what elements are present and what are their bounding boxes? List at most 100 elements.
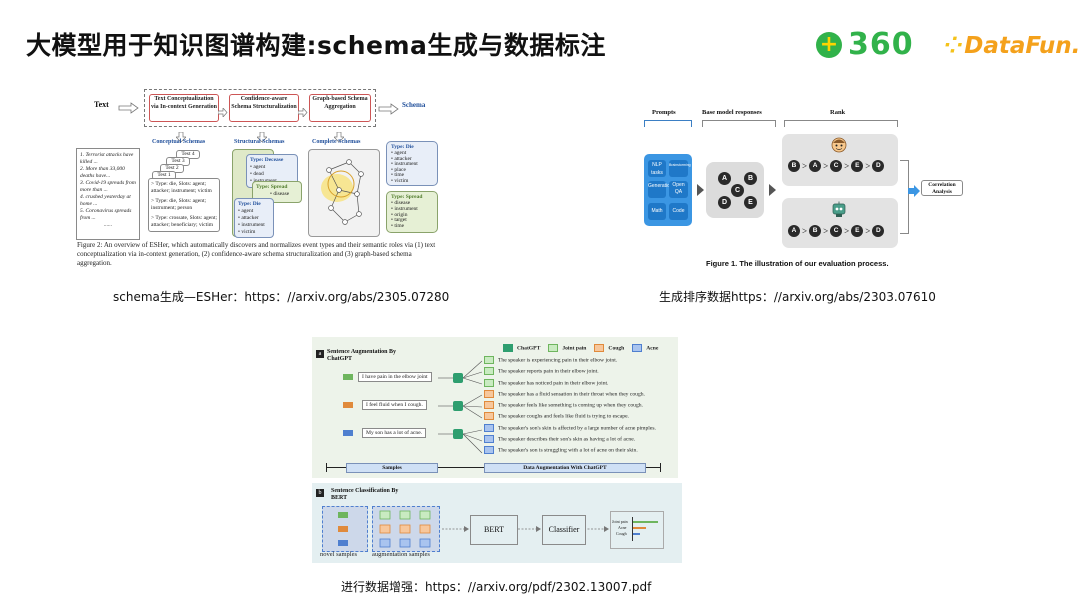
- chatgpt-swatch-icon: [503, 344, 513, 352]
- acne-swatch-icon: [484, 446, 494, 455]
- logo-datafun: ⁘DataFun.: [944, 33, 1080, 59]
- esher-pipeline-dashed: [144, 89, 376, 127]
- slide-title: 大模型用于知识图谱构建:schema生成与数据标注: [26, 31, 606, 60]
- flag-green-icon: [343, 374, 353, 380]
- rank-node: A: [788, 225, 800, 237]
- arrow-right-icon: [217, 102, 228, 121]
- esher-stage-2: Confidence-aware Schema Structuralizatio…: [229, 94, 299, 122]
- role-item: • disease: [391, 200, 411, 206]
- complete-schema-graph: [308, 149, 380, 237]
- result-label: Joint pain: [612, 519, 628, 524]
- augmentation-connectors: [438, 360, 483, 454]
- logo-360-text: 360: [848, 27, 914, 62]
- chevron-right-icon: [696, 182, 706, 201]
- joint-pain-swatch-icon: [484, 356, 494, 364]
- rank-sep: >: [844, 226, 850, 236]
- correlation-box: Correlation Analysis: [921, 180, 963, 196]
- arrow-right-icon: [908, 182, 920, 201]
- rank-sep: >: [823, 226, 829, 236]
- prompt-tile: Brainstorming: [669, 160, 691, 177]
- output-row: The speaker feels like something is comi…: [484, 401, 656, 412]
- col-prompts: Prompts: [652, 109, 676, 116]
- input-sample: My son has a lot of acne.: [362, 428, 427, 438]
- role-item: • attacker: [238, 215, 259, 221]
- augmentation-sample-grid: [379, 510, 431, 548]
- complete-die-card: Type: Die • agent • attacker • instrumen…: [386, 141, 438, 186]
- rank-node: E: [851, 160, 864, 172]
- prompt-tile: NLP tasks: [648, 160, 666, 177]
- bracket-rank: [784, 120, 898, 127]
- response-node: A: [718, 172, 731, 185]
- flag-orange-icon: [343, 402, 353, 408]
- test-type: > Type: crossate, Slots: agent; attacker…: [151, 215, 218, 228]
- output-row: The speaker reports pain in their elbow …: [484, 367, 656, 378]
- schema-graph-svg: [321, 159, 364, 225]
- output-row: The speaker is experiencing pain in thei…: [484, 356, 656, 367]
- role-item: • agent: [250, 164, 266, 170]
- rank-sep: >: [865, 226, 871, 236]
- cough-swatch-icon: [484, 401, 494, 410]
- bar-tick: [660, 463, 661, 472]
- prompt-tile: Math: [648, 203, 666, 220]
- rank-node: C: [830, 160, 843, 172]
- rank-node: B: [809, 225, 822, 237]
- bar-tick: [326, 463, 327, 472]
- col-conceptual-title: Conceptual Schemas: [152, 139, 206, 145]
- figure-esher: Text Text Conceptualization via In-conte…: [72, 85, 447, 273]
- joint-pain-swatch-icon: [548, 344, 559, 352]
- augmentation-paper-link[interactable]: 进行数据增强：https：//arxiv.org/pdf/2302.13007.…: [341, 580, 652, 594]
- col-structural-title: Structural Schemas: [234, 139, 285, 145]
- role-item: • victim: [238, 229, 256, 235]
- acne-swatch-icon: [632, 344, 643, 352]
- rank-node: D: [872, 225, 885, 237]
- rank-node: E: [851, 225, 864, 237]
- legend-item: Acne: [632, 344, 658, 352]
- rank-sep: >: [865, 161, 871, 171]
- legend-item: Cough: [594, 344, 624, 352]
- role-item: • instrument: [238, 222, 265, 228]
- cough-swatch-icon: [594, 344, 605, 352]
- role-item: • dead: [250, 171, 264, 177]
- joint-pain-swatch-icon: [484, 378, 494, 387]
- col-complete-title: Complete Schemas: [312, 139, 361, 145]
- human-face-icon: [830, 137, 848, 157]
- rank-row: B > A > C > E > D: [788, 160, 885, 172]
- bracket-prompts: [644, 120, 692, 127]
- prompt-tile: Generation: [648, 181, 673, 198]
- result-label: Acne: [618, 525, 627, 530]
- rank-node: B: [788, 160, 800, 172]
- panel-a-title: Sentence Augmentation By ChatGPT: [327, 349, 396, 362]
- flag-orange-icon: [338, 526, 348, 532]
- role-item: • agent: [238, 208, 254, 214]
- text-ellipsis: ......: [103, 222, 113, 228]
- rank-sep: >: [823, 161, 829, 171]
- text-item: 2. More than 33,000 deaths have...: [80, 166, 125, 179]
- rank-sep: >: [802, 226, 808, 236]
- esher-paper-link[interactable]: schema生成—ESHer：https：//arxiv.org/abs/230…: [113, 290, 450, 304]
- role-item: • place: [391, 166, 406, 173]
- rank-node: D: [872, 160, 885, 172]
- eval-paper-link[interactable]: 生成排序数据https：//arxiv.org/abs/2303.07610: [659, 290, 936, 304]
- response-node: C: [731, 184, 744, 197]
- logo-360-badge-icon: +: [816, 32, 842, 58]
- esher-schema-label: Schema: [402, 101, 426, 109]
- arrow-right-icon: [378, 100, 400, 119]
- classification-result: [610, 511, 664, 549]
- legend-item: ChatGPT: [503, 344, 540, 352]
- col-responses: Base model responses: [702, 109, 762, 116]
- bracket-responses: [702, 120, 776, 127]
- legend-item: Joint pain: [548, 344, 586, 352]
- augmentation-legend: ChatGPT Joint pain Cough Acne: [503, 344, 658, 352]
- bar-augmentation-label: Data Augmentation With ChatGPT: [484, 463, 646, 473]
- arrow-down-icon: [256, 127, 268, 146]
- text-item: 3. Covid-19 spreads from more than ...: [80, 180, 136, 193]
- rank-sep: >: [844, 161, 850, 171]
- prompt-tile: Code: [669, 203, 688, 220]
- result-bar-cough: [632, 533, 640, 535]
- rank-node: A: [809, 160, 822, 172]
- robot-icon: [830, 201, 848, 222]
- result-axis: [632, 517, 633, 541]
- esher-text-document: 1. Terrorist attacks have killed ... 2. …: [76, 148, 140, 240]
- response-node: B: [744, 172, 757, 185]
- response-node: D: [718, 196, 731, 209]
